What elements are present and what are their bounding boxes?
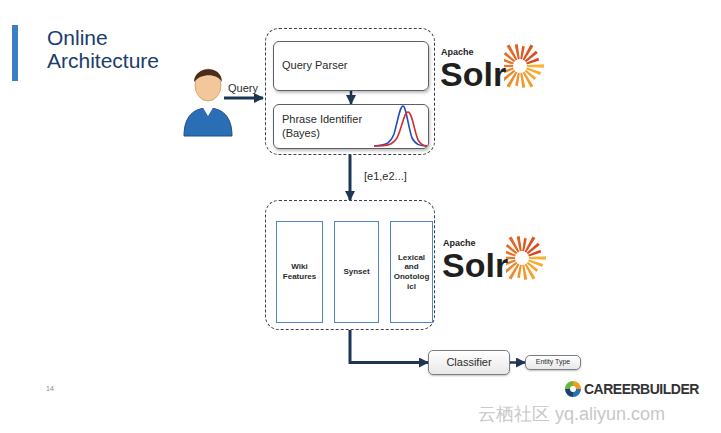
accent-bar <box>12 25 18 81</box>
box-label: Lexical and Onotolog icl <box>393 253 430 291</box>
sun-ray <box>515 44 520 59</box>
feature-box: Lexical and Onotolog icl <box>390 221 433 323</box>
box-label: Phrase Identifier (Bayes) <box>282 113 374 139</box>
solr-group: ApacheSolrQuery ParserPhrase Identifier … <box>265 28 435 155</box>
sun-ray <box>526 58 539 65</box>
edge-label: [e1,e2...] <box>362 170 409 182</box>
solr-apache-text: Apache <box>443 239 476 248</box>
slide-title: Online Architecture <box>47 26 187 72</box>
flow-arrow <box>350 91 353 104</box>
sun-ray <box>528 250 541 257</box>
user-icon <box>180 58 236 138</box>
sun-ray <box>529 256 546 259</box>
box-label: Wiki Features <box>279 262 320 281</box>
solr-sun-logo <box>504 36 550 92</box>
solr-sun-logo <box>506 228 552 284</box>
solr-group: ApacheSolrWiki FeaturesSynsetLexical and… <box>265 200 435 330</box>
sun-ray <box>527 64 544 67</box>
flow-arrow <box>350 330 428 363</box>
careerbuilder-logo-mark <box>564 380 582 398</box>
bayes-curves <box>372 104 428 148</box>
box-label: Synset <box>337 267 376 277</box>
feature-box: Wiki Features <box>276 221 323 323</box>
solr-wordmark: Solr <box>440 57 506 91</box>
flow-arrow <box>510 361 525 364</box>
page-number: 14 <box>46 385 54 392</box>
solr-apache-text: Apache <box>441 48 474 57</box>
box-label: Query Parser <box>282 59 347 72</box>
box-label: Classifier <box>446 356 491 369</box>
process-box: Phrase Identifier (Bayes) <box>273 104 429 149</box>
feature-box: Synset <box>334 221 379 323</box>
sun-ray <box>522 265 527 280</box>
process-box: Query Parser <box>273 41 429 91</box>
flow-label: Query <box>228 82 258 94</box>
sun-ray <box>520 73 525 88</box>
classifier-box: Classifier <box>428 350 510 375</box>
sun-ray <box>517 236 522 251</box>
solr-wordmark: Solr <box>442 248 508 282</box>
brand-logo-text: CAREERBUILDER <box>584 381 699 397</box>
watermark: 云栖社区 yq.aliyun.com <box>478 402 665 426</box>
flow-arrow <box>349 155 352 200</box>
box-label: Entity Type <box>536 358 571 366</box>
query-arrow <box>224 97 263 100</box>
output-box: Entity Type <box>525 355 581 370</box>
